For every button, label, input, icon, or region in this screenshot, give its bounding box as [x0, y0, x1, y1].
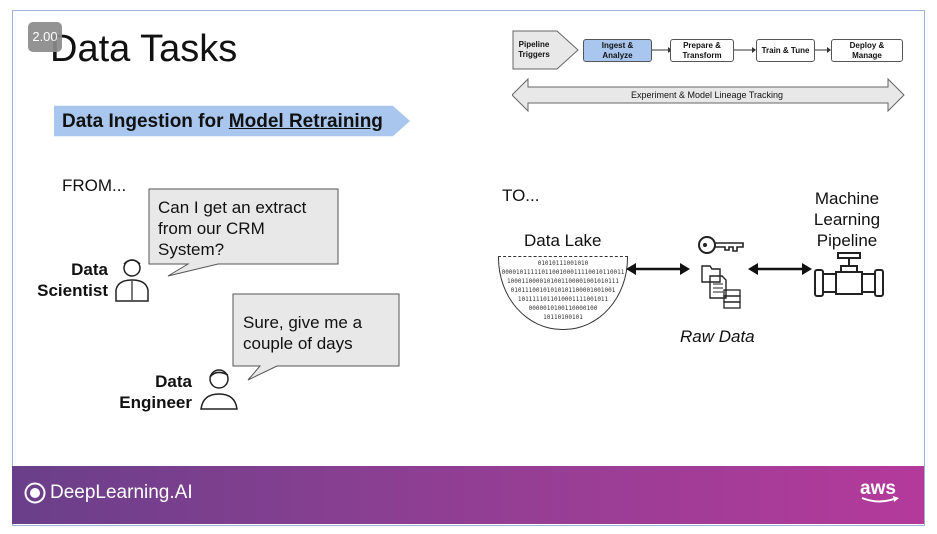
stage-label: Transform [682, 50, 722, 60]
label-line: Learning [813, 210, 881, 229]
deeplearning-logo: DeepLearning.AI [24, 482, 193, 504]
label-line: Pipeline [816, 231, 878, 250]
ribbon-text-prefix: Data Ingestion for [62, 111, 229, 132]
aws-wordmark: aws [860, 478, 896, 499]
footer-bar [12, 466, 924, 524]
to-label: TO... [502, 186, 540, 205]
label-line: Scientist [37, 281, 108, 300]
engineer-speech-bubble [232, 293, 400, 381]
stage-label: Train & Tune [761, 45, 810, 55]
data-lake-label: Data Lake [524, 231, 602, 250]
label-line: Data [155, 372, 192, 391]
ribbon-text: Data Ingestion for Model Retraining [62, 111, 383, 133]
aws-smile-icon [861, 496, 899, 503]
pipeline-arrows [512, 30, 905, 112]
raw-data-files-icon [701, 265, 741, 309]
bubble-line: from our CRM [158, 219, 265, 238]
stage-label: Deploy & [849, 40, 885, 50]
stage-label: Triggers [518, 50, 550, 59]
stage-label: Ingest & [601, 40, 634, 50]
playback-speed-badge[interactable]: 2.00 [28, 22, 62, 52]
lineage-tracking-label: Experiment & Model Lineage Tracking [630, 90, 784, 100]
binary-row: 01010111001010 [537, 260, 589, 267]
pipeline-stage-deploy: Deploy &Manage [831, 39, 903, 62]
binary-row: 0000101111101100100011110010110011 [501, 269, 625, 276]
stage-label: Pipeline [518, 40, 550, 49]
key-icon [698, 236, 744, 254]
pipeline-stage-prepare: Prepare &Transform [670, 39, 734, 62]
from-label: FROM... [62, 176, 127, 195]
label-line: Engineer [119, 393, 192, 412]
scientist-speech-bubble [148, 188, 339, 277]
engineer-person-icon [200, 369, 238, 410]
binary-row: 10110100101 [543, 314, 583, 321]
ribbon-text-underlined: Model Retraining [228, 111, 383, 132]
raw-data-label: Raw Data [680, 327, 755, 346]
double-arrow-icon [626, 263, 690, 275]
binary-row: 01011100101010101100001001001 [510, 287, 616, 294]
binary-row: 0000010100110000100 [528, 305, 598, 312]
binary-row: 1000110000101001100001001010111 [507, 278, 619, 285]
bubble-line: System? [158, 240, 225, 259]
stage-label: Analyze [602, 50, 633, 60]
engineer-bubble-text: Sure, give me a couple of days [243, 312, 362, 354]
slide-title: Data Tasks [50, 28, 238, 70]
bubble-line: Can I get an extract [158, 198, 307, 217]
aws-logo: aws [860, 478, 900, 504]
bubble-line: Sure, give me a [243, 313, 363, 332]
ml-pipeline-label: Machine Learning Pipeline [800, 188, 894, 251]
brand-name: DeepLearning.AI [50, 482, 193, 503]
stage-label: Manage [852, 50, 882, 60]
double-arrow-icon [748, 263, 812, 275]
stage-label: Prepare & [683, 40, 721, 50]
data-scientist-label: Data Scientist [30, 259, 108, 301]
scientist-bubble-text: Can I get an extract from our CRM System… [158, 197, 306, 260]
ribbon-banner [54, 105, 410, 137]
scientist-person-icon [115, 259, 149, 302]
label-line: Data [71, 260, 108, 279]
pipeline-stage-train: Train & Tune [756, 39, 815, 62]
pipeline-stage-ingest: Ingest &Analyze [583, 39, 652, 62]
label-line: Machine [814, 189, 880, 208]
binary-row: 1011111011010001111001011 [517, 296, 609, 303]
deeplearning-logo-icon [24, 482, 46, 504]
bubble-line: couple of days [243, 334, 353, 353]
data-engineer-label: Data Engineer [110, 371, 192, 413]
pipe-valve-icon [814, 252, 884, 297]
